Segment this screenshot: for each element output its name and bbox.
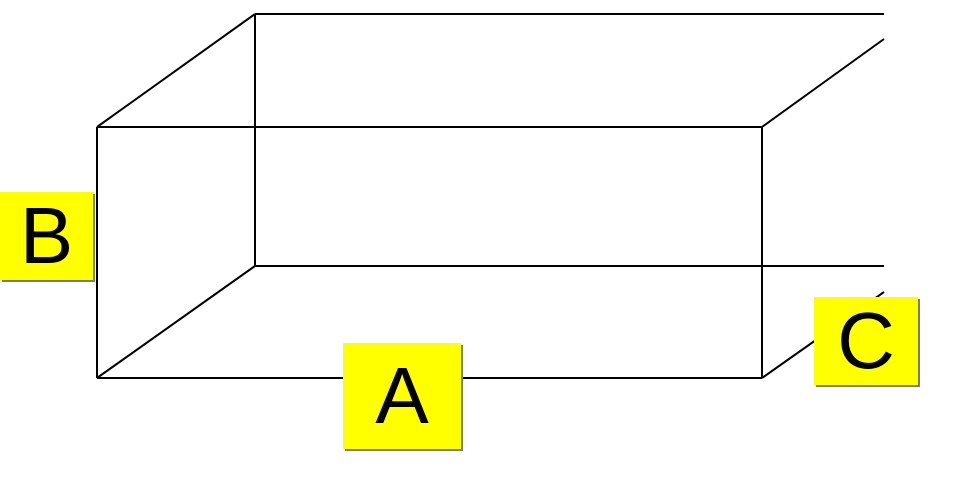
label-b-box: B (0, 192, 93, 280)
label-a-box: A (343, 343, 461, 449)
depth-top-right-edge (761, 38, 885, 128)
label-a-text: A (375, 351, 429, 440)
depth-bottom-left-edge (96, 265, 256, 379)
depth-top-left-edge (96, 13, 256, 128)
label-c-text: C (837, 296, 895, 385)
label-c-box: C (814, 297, 918, 385)
label-b-text: B (19, 191, 74, 280)
